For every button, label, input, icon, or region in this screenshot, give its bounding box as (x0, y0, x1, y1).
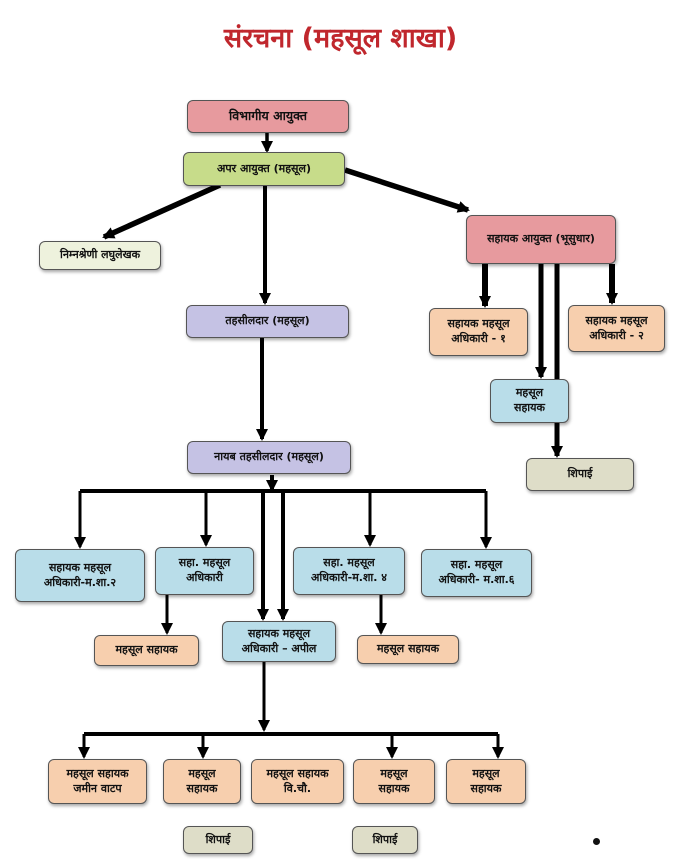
node-naib-tahsildar: नायब तहसीलदार (महसूल) (187, 441, 351, 474)
node-revenue-assistant-b2: महसूल सहायक (353, 759, 435, 804)
node-assistant-aro: सहा. महसूल अधिकारी (155, 547, 254, 595)
bullet-dot (593, 838, 600, 845)
node-aro-msh6: सहा. महसूल अधिकारी- म.शा.६ (421, 549, 532, 597)
node-tahsildar: तहसीलदार (महसूल) (186, 305, 349, 338)
node-revenue-assistant-b1: महसूल सहायक (163, 759, 241, 804)
node-asst-rev-officer-2: सहायक महसूल अधिकारी - २ (568, 305, 665, 352)
node-revenue-assistant-land-allocation: महसूल सहायक जमीन वाटप (48, 759, 147, 804)
node-revenue-assistant-mid: महसूल सहायक (357, 635, 459, 664)
node-lower-stenographer: निम्नश्रेणी लघुलेखक (39, 241, 161, 270)
edge-add-to-asstcomm (344, 167, 470, 213)
node-aro-msh2: सहायक महसूल अधिकारी-म.शा.२ (15, 549, 145, 602)
edge-add-to-steno (102, 182, 222, 240)
node-additional-commissioner: अपर आयुक्त (महसूल) (183, 152, 345, 186)
node-peon-b1: शिपाई (183, 826, 253, 854)
page-title: संरचना (महसूल शाखा) (223, 23, 458, 54)
node-aro-appeal: सहायक महसूल अधिकारी – अपील (222, 621, 336, 662)
node-revenue-assistant-left: महसूल सहायक (94, 635, 199, 666)
node-assistant-commissioner: सहायक आयुक्त (भूसुधार) (466, 215, 616, 264)
node-peon-right: शिपाई (526, 458, 634, 491)
node-asst-rev-officer-1: सहायक महसूल अधिकारी - १ (429, 308, 528, 356)
node-divisional-commissioner: विभागीय आयुक्त (187, 100, 349, 133)
node-revenue-assistant-inquiry: महसूल सहायक वि.चौ. (251, 759, 344, 804)
node-aro-msh4: सहा. महसूल अधिकारी-म.शा. ४ (293, 547, 405, 595)
node-revenue-assistant-right: महसूल सहायक (490, 379, 569, 423)
node-revenue-assistant-b3: महसूल सहायक (446, 759, 526, 804)
node-peon-b2: शिपाई (352, 826, 418, 854)
